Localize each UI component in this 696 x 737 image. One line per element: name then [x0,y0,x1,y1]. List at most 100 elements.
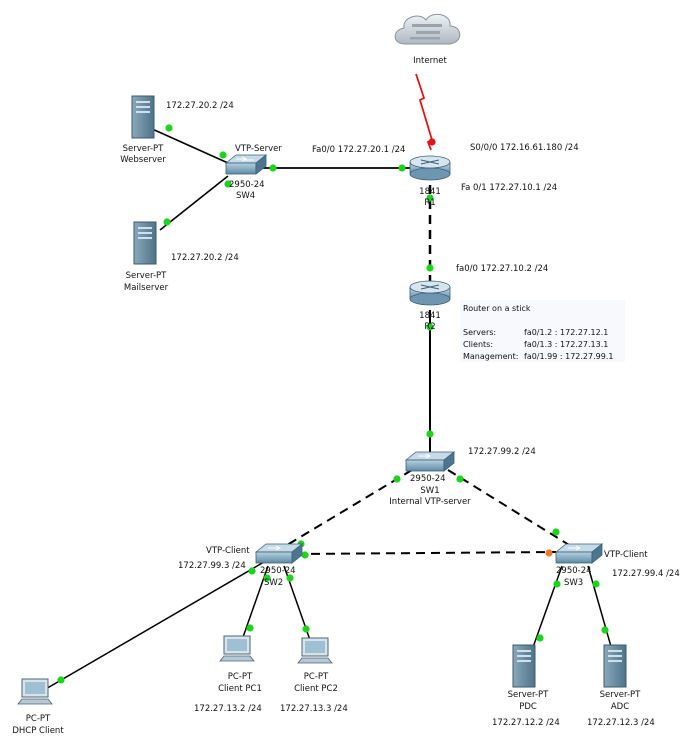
note-row-value: fa0/1.99 : 172.27.99.1 [524,352,613,361]
device-mailserver[interactable]: Server-PT Mailserver 172.27.20.2 /24 [124,221,239,293]
port-dot [286,574,294,582]
internet-cloud[interactable]: Internet [394,13,461,66]
switch-icon [254,543,304,564]
device-type-label: Server-PT [126,271,168,281]
router-icon [409,155,451,181]
port-dot [426,430,434,438]
cloud-icon [394,13,461,45]
port-dot [269,164,277,172]
port-dot [601,626,609,634]
model-label: 2950-24 [556,566,592,576]
switch-icon [224,154,268,175]
device-webserver[interactable]: Server-PT Webserver 172.27.20.2 /24 [120,95,234,165]
note-row-value: fa0/1.2 : 172.27.12.1 [524,328,608,337]
device-name-label: ADC [611,702,629,712]
link-sw2-sw3[interactable] [295,551,557,555]
ip-label: 172.27.12.2 /24 [492,718,560,728]
device-name-label: SW3 [564,578,583,588]
port-dot [393,475,401,483]
link-sw3-pdc[interactable] [531,565,563,651]
device-type-label: PC-PT [304,672,329,682]
device-name-label: SW4 [236,191,255,201]
port-dot [219,151,227,159]
link-mailserver-sw4[interactable] [159,175,229,231]
device-client-pc1[interactable]: PC-PT Client PC1 172.27.13.2 /24 [194,635,262,714]
port-dot [263,574,271,582]
switch-icon [404,451,456,472]
model-label: 2950-24 [260,566,296,576]
device-type-label: Server-PT [123,144,165,154]
router-icon [409,280,451,306]
device-name-label: Client PC2 [294,684,338,694]
port-dot [536,634,544,642]
device-name-label: PDC [519,702,537,712]
device-name-label: R1 [424,198,435,208]
role-label: VTP-Client [604,550,648,560]
port-dot [426,264,434,272]
pc-icon [219,635,255,662]
ip-label: 172.27.12.3 /24 [587,718,655,728]
note-background [460,300,625,362]
port-dot [246,624,254,632]
link-r1-internet-serial[interactable] [415,73,434,151]
ip-label: 172.27.20.2 /24 [166,101,234,111]
device-adc[interactable]: Server-PT ADC 172.27.12.3 /24 [587,644,655,728]
port-dot [301,551,309,559]
note-row-key: Servers: [463,328,496,337]
note-row-value: fa0/1.3 : 172.27.13.1 [524,340,608,349]
ip-label: 172.27.20.2 /24 [171,253,239,263]
device-type-label: PC-PT [228,672,253,682]
device-name-label: DHCP Client [12,726,64,736]
links [43,73,613,691]
device-name-label: SW2 [264,578,283,588]
device-dhcp-client[interactable]: PC-PT DHCP Client [12,678,64,736]
pc-icon [297,637,333,664]
model-label: 2950-24 [410,474,446,484]
r1-fa01-label: Fa 0/1 172.27.10.1 /24 [461,183,557,193]
port-dot [248,567,256,575]
port-dot [456,475,464,483]
device-sw1[interactable]: 2950-24 SW1 Internal VTP-server 172.27.9… [389,447,535,507]
r1-s000-label: S0/0/0 172.16.61.180 /24 [470,143,579,153]
port-dot [592,580,600,588]
device-pdc[interactable]: Server-PT PDC 172.27.12.2 /24 [492,644,560,728]
port-dot-orange [545,549,553,557]
server-icon [512,644,536,688]
port-dot [224,180,232,188]
server-icon [603,644,627,688]
device-sw3[interactable]: VTP-Client 172.27.99.4 /24 2950-24 SW3 [554,543,680,588]
note-title: Router on a stick [463,304,531,313]
link-sw1-sw3[interactable] [447,469,575,549]
model-label: 1841 [419,187,441,197]
ip-label: 172.27.13.3 /24 [280,704,348,714]
device-r2[interactable]: 1841 R2 [409,280,451,332]
internet-label: Internet [413,56,447,66]
device-sw4[interactable]: VTP-Server 2950-24 SW4 [224,144,282,201]
port-indicators [57,124,609,684]
ip-label: 172.27.13.2 /24 [194,704,262,714]
router-on-a-stick-note: Router on a stick Servers: fa0/1.2 : 172… [460,300,625,362]
device-type-label: PC-PT [26,714,51,724]
device-client-pc2[interactable]: PC-PT Client PC2 172.27.13.3 /24 [280,637,348,714]
note-row-key: Management: [463,352,518,361]
device-name-label: Client PC1 [218,684,262,694]
device-sw2[interactable]: VTP-Client 172.27.99.3 /24 2950-24 SW2 [178,543,304,588]
ip-label: 172.27.99.3 /24 [178,561,246,571]
link-sw1-sw2[interactable] [281,469,413,549]
device-name-label: SW1 [420,486,439,496]
port-dot [426,323,434,331]
device-type-label: Server-PT [508,690,550,700]
port-dot [552,528,560,536]
link-sw3-adc[interactable] [587,565,613,651]
port-dot [165,124,173,132]
port-dot [553,580,561,588]
note-row-key: Clients: [463,340,493,349]
ip-label: 172.27.99.4 /24 [612,569,680,579]
r1-fa00-label: Fa0/0 172.27.20.1 /24 [312,145,405,155]
device-r1[interactable]: 1841 R1 [409,155,451,208]
device-name-label: Webserver [120,155,166,165]
link-sw2-dhcp-client[interactable] [43,561,265,691]
link-webserver-sw4[interactable] [149,127,229,164]
model-label: 1841 [419,311,441,321]
